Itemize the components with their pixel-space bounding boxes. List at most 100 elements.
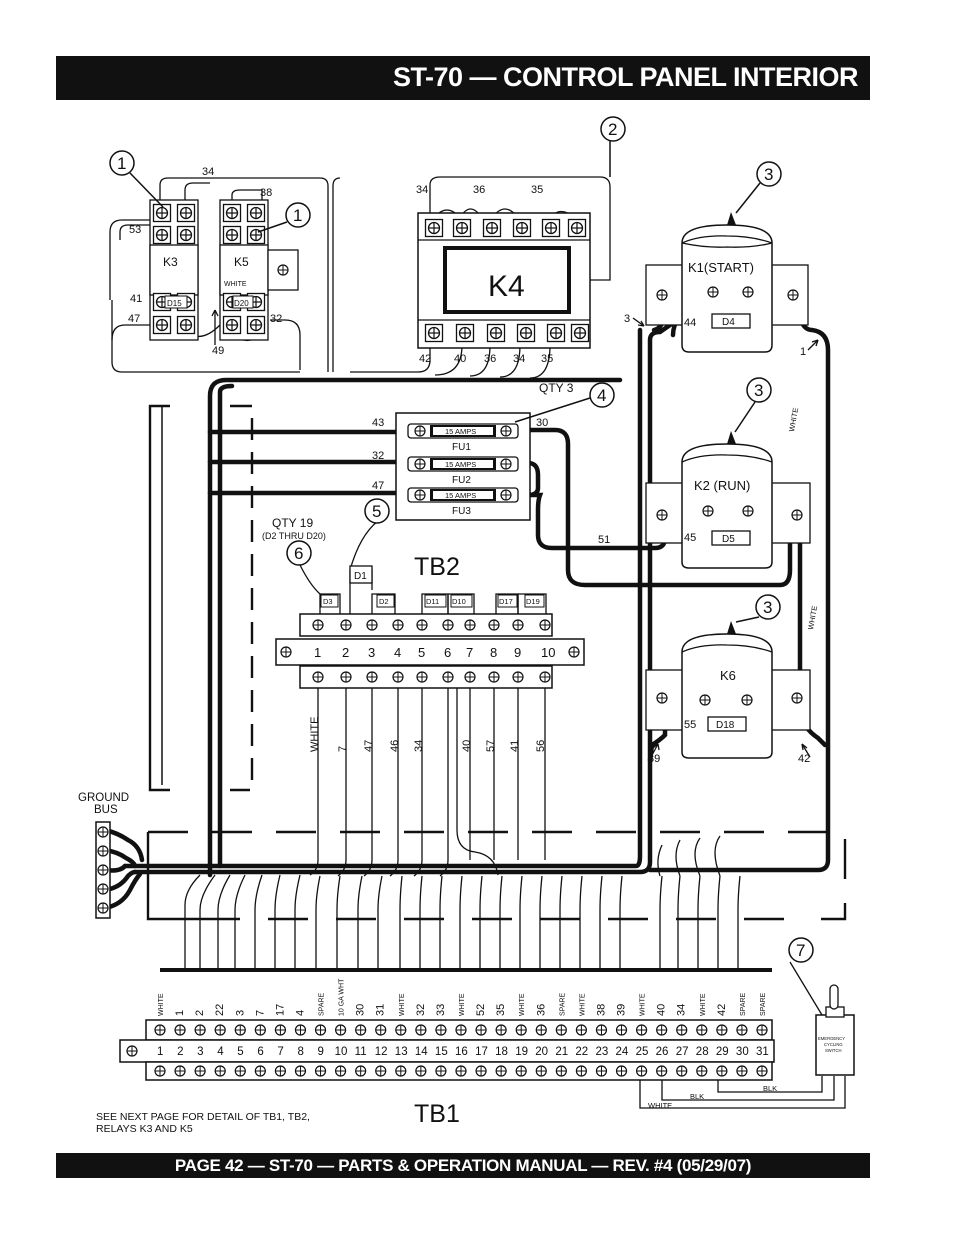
tb1-top-screw <box>415 1024 427 1036</box>
tb2-wire-label: 46 <box>389 740 401 752</box>
tb2-wire-label: WHITE <box>309 717 321 752</box>
tb1-top-screw <box>575 1024 588 1036</box>
tb2-bottom-screw <box>488 671 500 683</box>
tb1-bottom-screw <box>756 1065 768 1077</box>
wire-labels: 34 38 53 41 47 32 49 34 36 35 42 40 36 3… <box>128 166 819 765</box>
callout-6: 6 <box>294 544 303 563</box>
tb1-label: TB1 <box>414 1100 460 1128</box>
wire-51: 51 <box>598 534 610 546</box>
tb1-wire-label: 22 <box>214 1004 226 1016</box>
tb1-bottom-screw <box>736 1065 748 1077</box>
tb2-label: TB2 <box>414 553 460 581</box>
tb1-bottom-screw <box>355 1065 367 1077</box>
callout-4: 4 <box>597 386 606 405</box>
tb1-top-screw <box>314 1024 327 1036</box>
wire-43: 43 <box>372 417 384 429</box>
tb1-bottom-screw <box>375 1065 387 1077</box>
tb1-terminal-number: 30 <box>736 1046 749 1058</box>
tb1-bottom-screw <box>415 1065 427 1077</box>
wire-44: 44 <box>684 317 696 329</box>
tb1-bottom-screw <box>314 1065 327 1077</box>
tb1-terminal-number: 26 <box>656 1046 669 1058</box>
tb2-wire-label: 40 <box>461 740 473 752</box>
tb1-terminal-number: 15 <box>435 1046 448 1058</box>
fuse-fu1 <box>407 423 519 439</box>
footer-bar: PAGE 42 — ST-70 — PARTS & OPERATION MANU… <box>56 1153 870 1178</box>
tb1-wire-label: 17 <box>274 1004 286 1016</box>
tb2-wire-label: 7 <box>337 746 349 752</box>
diode-d11-label: D11 <box>426 597 439 606</box>
tb2-bottom-screw <box>366 671 378 683</box>
diode-d1-label: D1 <box>354 571 367 582</box>
relay-k3-label: K3 <box>163 255 178 269</box>
tb1-top-screw <box>254 1024 266 1036</box>
fuse2-label: FU2 <box>452 475 471 486</box>
tb2-top-screw <box>416 619 428 631</box>
wire-32b: 32 <box>372 450 384 462</box>
wire-arrows <box>211 309 819 758</box>
tb1-top-screw <box>475 1024 487 1036</box>
tb1-bottom-screw <box>455 1065 467 1077</box>
tb1-bottom-screw <box>656 1065 668 1077</box>
tb1-bottom-screw <box>595 1065 608 1077</box>
diode-d15-label: D15 <box>167 299 182 308</box>
ground-bus-line2: BUS <box>94 804 118 816</box>
tb2-terminal-number: 4 <box>394 645 401 660</box>
footnote: SEE NEXT PAGE FOR DETAIL OF TB1, TB2, RE… <box>96 1111 396 1135</box>
tb1-wire-label: 2 <box>194 1010 206 1016</box>
tb1-terminal-number: 1 <box>157 1046 163 1058</box>
tb1-top-screw <box>595 1024 608 1036</box>
tb2-wire-label: 57 <box>485 740 497 752</box>
tb1-terminal-number: 21 <box>555 1046 568 1058</box>
wire-47a: 47 <box>128 313 140 325</box>
tb2-terminal-number: 2 <box>342 645 349 660</box>
k4-top-35: 35 <box>531 184 543 196</box>
tb1-terminal-number: 27 <box>676 1046 689 1058</box>
tb1-wire-label: 42 <box>716 1004 728 1016</box>
tb1-terminal-number: 16 <box>455 1046 468 1058</box>
tb1-wire-label: WHITE <box>399 993 406 1016</box>
tb1-bottom-screw <box>395 1065 407 1077</box>
tb1-top-screw <box>495 1024 507 1036</box>
tb2-bottom-screw <box>442 671 454 683</box>
relay-k2-label: K2 (RUN) <box>694 478 750 493</box>
wire-white-k5: WHITE <box>224 281 247 288</box>
diode-d19-label: D19 <box>526 597 540 606</box>
header-bar: ST-70 — CONTROL PANEL INTERIOR <box>56 56 870 100</box>
tb1-terminal-number: 24 <box>616 1046 629 1058</box>
diode-d5-label: D5 <box>722 534 735 545</box>
tb2-terminal-number: 10 <box>541 645 555 660</box>
tb1-terminal-number: 6 <box>257 1046 263 1058</box>
tb1-top-screw <box>736 1024 748 1036</box>
wire-30: 30 <box>536 417 548 429</box>
tb1-terminal-number: 10 <box>335 1046 348 1058</box>
tb1-bottom-screw <box>676 1065 688 1077</box>
tb2-terminal-number: 1 <box>314 645 321 660</box>
tb2-top-screw <box>340 619 352 631</box>
tb1-top-screw <box>555 1024 567 1036</box>
diode-d10-label: D10 <box>452 597 466 606</box>
wire-34a: 34 <box>202 166 214 178</box>
tb1-terminal-number: 18 <box>495 1046 508 1058</box>
relay-k1: D4 K1(START) <box>645 212 809 353</box>
tb1-terminal-number: 14 <box>415 1046 428 1058</box>
k4-bot-34: 34 <box>513 353 525 365</box>
tb1-wire-label: 31 <box>375 1004 387 1016</box>
fuse-fu2 <box>407 456 519 472</box>
tb2-top-screw <box>312 619 324 631</box>
tb1-top-screw <box>154 1024 166 1036</box>
tb2-bottom-screw <box>416 671 428 683</box>
wire-3: 3 <box>624 313 630 325</box>
fuse-fu3 <box>407 487 519 503</box>
tb2-qty: QTY 19 <box>272 516 313 530</box>
tb2-terminal-number: 9 <box>514 645 521 660</box>
tb1-top-screw <box>214 1024 226 1036</box>
tb1-wire-label: SPARE <box>740 992 747 1016</box>
tb1-terminal-number: 22 <box>575 1046 588 1058</box>
tb1-top-screw <box>756 1024 768 1036</box>
tb2-top-screw <box>442 619 454 631</box>
tb1-top-screw <box>615 1024 628 1036</box>
wire-47b: 47 <box>372 480 384 492</box>
